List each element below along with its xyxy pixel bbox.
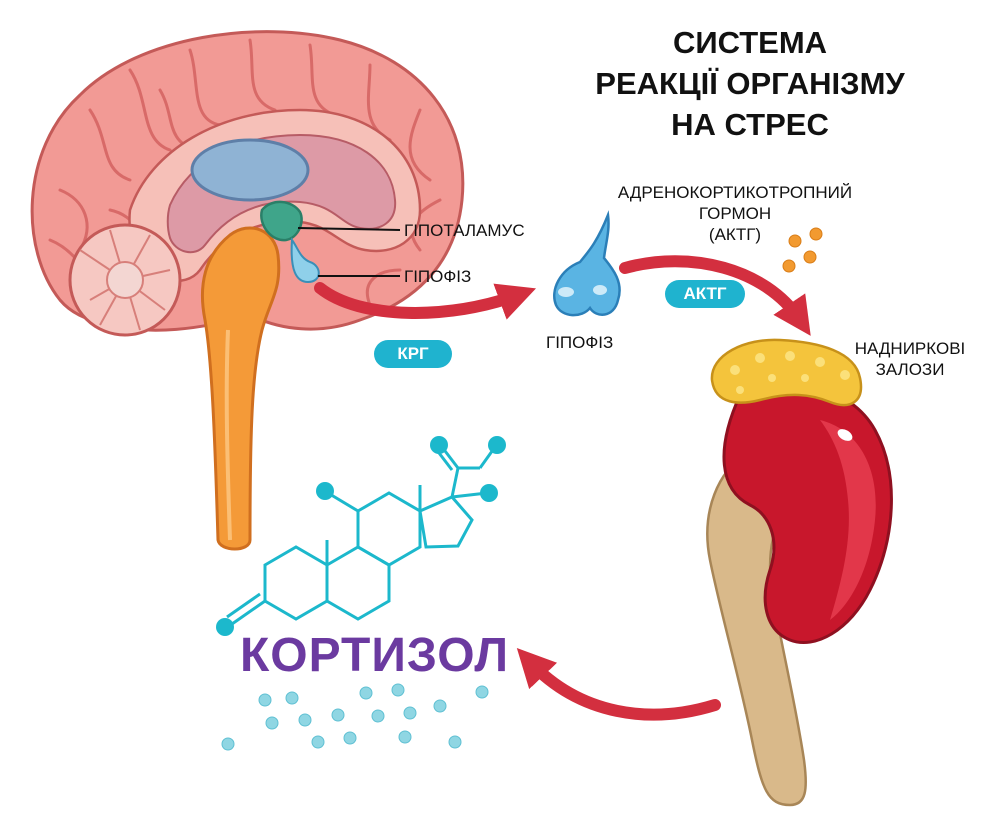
arrow-adrenal-to-cortisol [516, 648, 721, 721]
hypothalamus-label: ГІПОТАЛАМУС [404, 221, 525, 240]
arrow-brain-to-pituitary [314, 282, 537, 320]
acth-hormone-dots [782, 227, 823, 273]
crh-badge: КРГ [374, 340, 452, 368]
molecule-atoms [216, 436, 506, 636]
adrenal-gland-icon [710, 338, 863, 407]
pituitary-gland-icon [553, 210, 621, 317]
adrenal-label-line-2: ЗАЛОЗИ [875, 360, 945, 379]
arrow-pituitary-to-adrenal [619, 255, 811, 336]
title-line-1: СИСТЕМА [672, 25, 828, 60]
cerebellum [68, 223, 182, 337]
acth-label: АДРЕНОКОРТИКОТРОПНИЙ ГОРМОН (АКТГ) [590, 182, 880, 245]
pituitary-small-shape [290, 237, 320, 284]
page-title: СИСТЕМА РЕАКЦІЇ ОРГАНІЗМУ НА СТРЕС [560, 22, 940, 145]
cortisol-molecule-icon [226, 446, 497, 626]
brain-illustration [30, 30, 465, 551]
acth-label-line-2: ГОРМОН [698, 204, 772, 223]
cortisol-label: КОРТИЗОЛ [240, 629, 510, 682]
title-line-3: НА СТРЕС [671, 107, 829, 142]
adrenal-label: НАДНИРКОВІ ЗАЛОЗИ [845, 338, 975, 380]
kidney-illustration [706, 338, 893, 807]
flow-arrows [314, 255, 811, 721]
pituitary-gland-label: ГІПОФІЗ [546, 333, 614, 352]
acth-label-line-1: АДРЕНОКОРТИКОТРОПНИЙ [617, 183, 853, 202]
adrenal-label-line-1: НАДНИРКОВІ [854, 339, 966, 358]
acth-badge: АКТГ [665, 280, 745, 308]
cortisol-dots [221, 683, 489, 751]
acth-label-line-3: (АКТГ) [708, 225, 762, 244]
pituitary-brain-label: ГІПОФІЗ [404, 267, 472, 286]
title-line-2: РЕАКЦІЇ ОРГАНІЗМУ [595, 66, 905, 101]
hypothalamus-pointer [297, 227, 401, 231]
